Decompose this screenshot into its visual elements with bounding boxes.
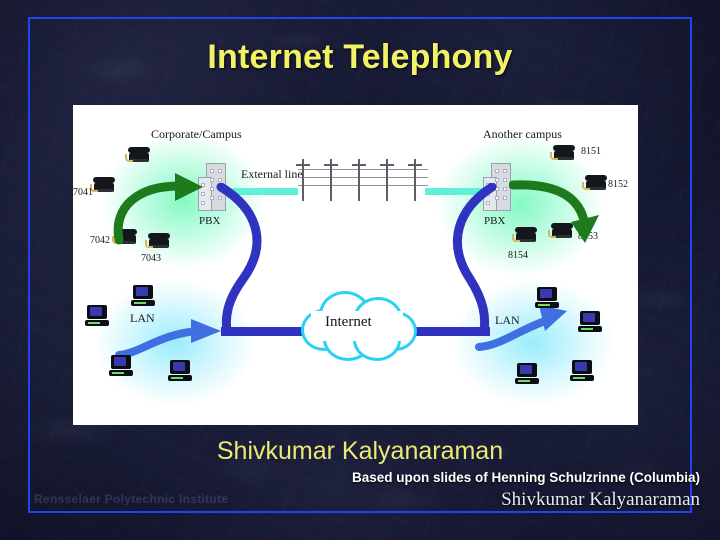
label-corporate-campus: Corporate/Campus <box>151 127 242 141</box>
arrow-pbx-to-phones-right <box>509 180 599 243</box>
cloud-fill <box>311 311 403 341</box>
pbx-window <box>201 183 205 187</box>
pc-icon <box>570 360 594 382</box>
pc-icon <box>535 287 559 309</box>
pstn-link-right <box>425 188 487 195</box>
pbx-window <box>486 201 490 205</box>
pbx-window <box>495 178 499 182</box>
pbx-window <box>210 187 214 191</box>
pbx-window <box>495 169 499 173</box>
pole <box>386 159 388 201</box>
phone-icon-8154 <box>512 227 537 242</box>
pc-icon <box>85 305 109 327</box>
phone-icon-8153 <box>548 223 573 238</box>
phone-icon-7043 <box>145 233 170 248</box>
ip-backbone-left <box>221 327 309 336</box>
pbx-window <box>503 187 507 191</box>
pbx-window <box>503 178 507 182</box>
pole-arm <box>324 164 338 166</box>
pbx-window <box>201 201 205 205</box>
pc-icon <box>515 363 539 385</box>
ip-link-right-pbx-to-lan <box>452 183 497 333</box>
label-extension-8151: 8151 <box>581 146 601 157</box>
footer-watermark: Rensselaer Polytechnic Institute <box>34 492 229 506</box>
pbx-icon-right <box>483 163 513 211</box>
label-extension-8152: 8152 <box>608 179 628 190</box>
pole-wire <box>298 185 428 186</box>
pole-wire <box>298 169 428 170</box>
slide-title: Internet Telephony <box>207 38 513 76</box>
footer-author-serif: Shivkumar Kalyanaraman <box>501 489 700 510</box>
pbx-window <box>210 196 214 200</box>
phone-icon-7040 <box>125 147 150 162</box>
pole <box>302 159 304 201</box>
pbx-window <box>503 169 507 173</box>
arrow-phones-to-pbx-left <box>113 173 203 245</box>
pole <box>358 159 360 201</box>
pc-icon <box>578 311 602 333</box>
pbx-window <box>210 169 214 173</box>
internet-cloud: Internet <box>301 287 417 361</box>
label-another-campus: Another campus <box>483 127 562 141</box>
ip-link-left-pbx-to-lan <box>216 183 262 333</box>
label-extension-7041: 7041 <box>73 187 93 198</box>
pbx-window <box>503 196 507 200</box>
phone-icon-7041 <box>90 177 115 192</box>
label-pbx-right: PBX <box>484 215 506 227</box>
footer-author: Shivkumar Kalyanaraman <box>216 437 504 465</box>
arrow-lan-left <box>115 319 221 359</box>
phone-icon-8151 <box>550 145 575 160</box>
label-pbx-left: PBX <box>199 215 221 227</box>
pole-arm <box>408 164 422 166</box>
pc-icon <box>131 285 155 307</box>
pole-arm <box>296 164 310 166</box>
pbx-window <box>210 178 214 182</box>
footer-credit: Based upon slides of Henning Schulzrinne… <box>351 470 700 485</box>
pstn-link-left <box>233 188 298 195</box>
ip-backbone-right <box>408 327 490 336</box>
pbx-window <box>218 196 222 200</box>
phone-icon-8152 <box>582 175 607 190</box>
pole-arm <box>352 164 366 166</box>
pole-arm <box>380 164 394 166</box>
label-extension-7042: 7042 <box>90 235 110 246</box>
pbx-window <box>218 169 222 173</box>
label-lan-left: LAN <box>130 311 155 325</box>
pole <box>330 159 332 201</box>
arrow-lan-right <box>475 305 567 351</box>
label-extension-7043: 7043 <box>141 253 161 264</box>
pole <box>414 159 416 201</box>
label-internet: Internet <box>325 314 372 330</box>
label-external-line: External line <box>241 167 303 181</box>
pc-icon <box>109 355 133 377</box>
pbx-window <box>201 192 205 196</box>
pole-wire <box>298 177 428 178</box>
diagram-panel: Corporate/Campus PBX 7041 7042 7043 <box>73 105 638 425</box>
pbx-window <box>495 196 499 200</box>
label-extension-8154: 8154 <box>508 250 528 261</box>
pc-icon <box>168 360 192 382</box>
label-lan-right: LAN <box>495 313 520 327</box>
telephone-poles <box>296 153 428 201</box>
pbx-window <box>218 178 222 182</box>
